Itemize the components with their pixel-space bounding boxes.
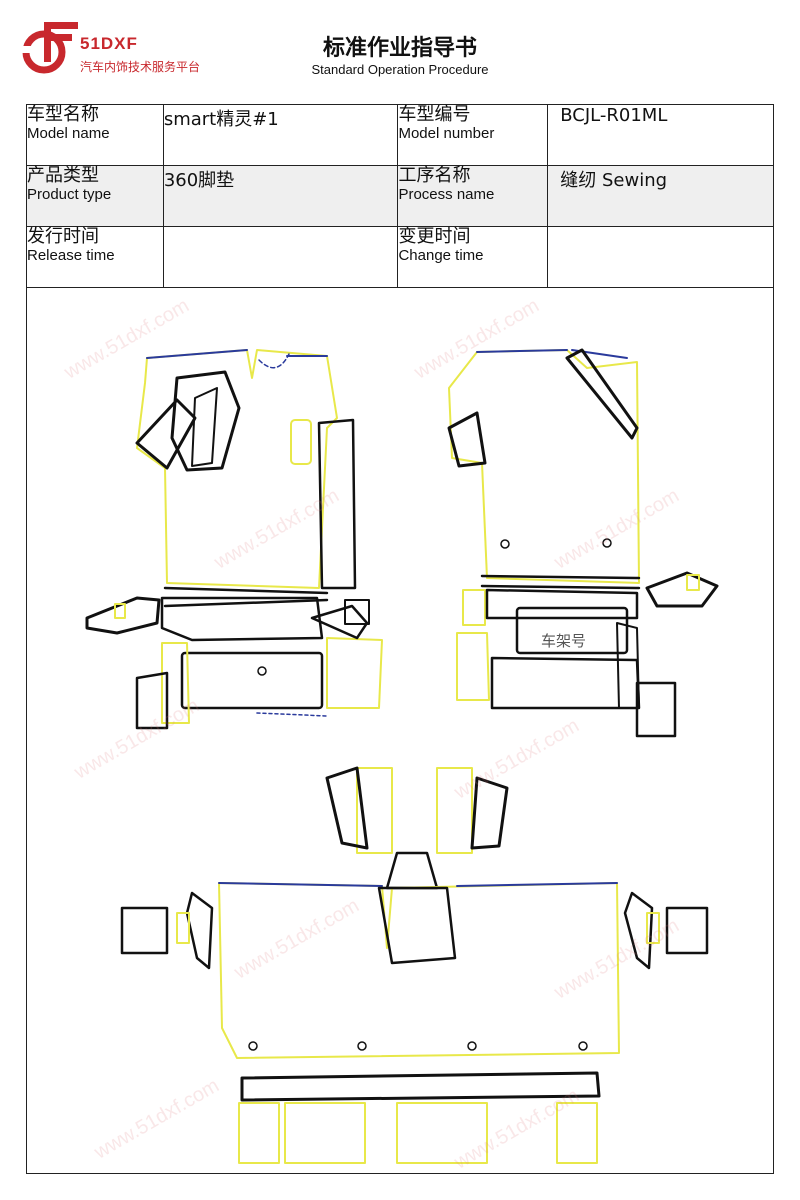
process-name-label: 工序名称 Process name	[397, 165, 549, 227]
brand-name: 51DXF	[80, 34, 138, 53]
product-type-value: 360脚垫	[162, 165, 399, 227]
pattern-drawing-area: 车架号	[26, 288, 774, 1174]
model-name-value: smart精灵#1	[162, 104, 399, 166]
left-lower-pieces	[85, 596, 383, 730]
process-name-value: 缝纫 Sewing	[547, 165, 774, 227]
change-time-label: 变更时间 Change time	[397, 226, 549, 288]
brand-logo-icon	[22, 22, 78, 74]
info-table: 车型名称 Model name smart精灵#1 车型编号 Model num…	[26, 104, 774, 288]
frame-number-label: 车架号	[541, 632, 586, 650]
release-time-value	[162, 226, 399, 288]
document-title: 标准作业指导书	[322, 36, 477, 61]
info-row-time: 发行时间 Release time 变更时间 Change time	[26, 226, 774, 288]
release-time-label: 发行时间 Release time	[26, 226, 164, 288]
floor-mat-pattern-drawing: 车架号	[85, 348, 719, 1164]
product-type-label: 产品类型 Product type	[26, 165, 164, 227]
right-lower-pieces: 车架号	[456, 571, 719, 738]
change-time-value	[547, 226, 774, 288]
brand-tagline: 汽车内饰技术服务平台	[80, 60, 201, 74]
header: 51DXF 汽车内饰技术服务平台 标准作业指导书 Standard Operat…	[0, 0, 800, 100]
rear-mat	[120, 766, 709, 1164]
model-name-label: 车型名称 Model name	[26, 104, 164, 166]
model-number-value: BCJL-R01ML	[547, 104, 774, 166]
model-number-label: 车型编号 Model number	[397, 104, 549, 166]
document-subtitle: Standard Operation Procedure	[311, 62, 489, 77]
info-row-model: 车型名称 Model name smart精灵#1 车型编号 Model num…	[26, 104, 774, 166]
right-front-mat	[447, 348, 641, 590]
left-front-mat	[135, 349, 357, 608]
info-row-product: 产品类型 Product type 360脚垫 工序名称 Process nam…	[26, 165, 774, 227]
